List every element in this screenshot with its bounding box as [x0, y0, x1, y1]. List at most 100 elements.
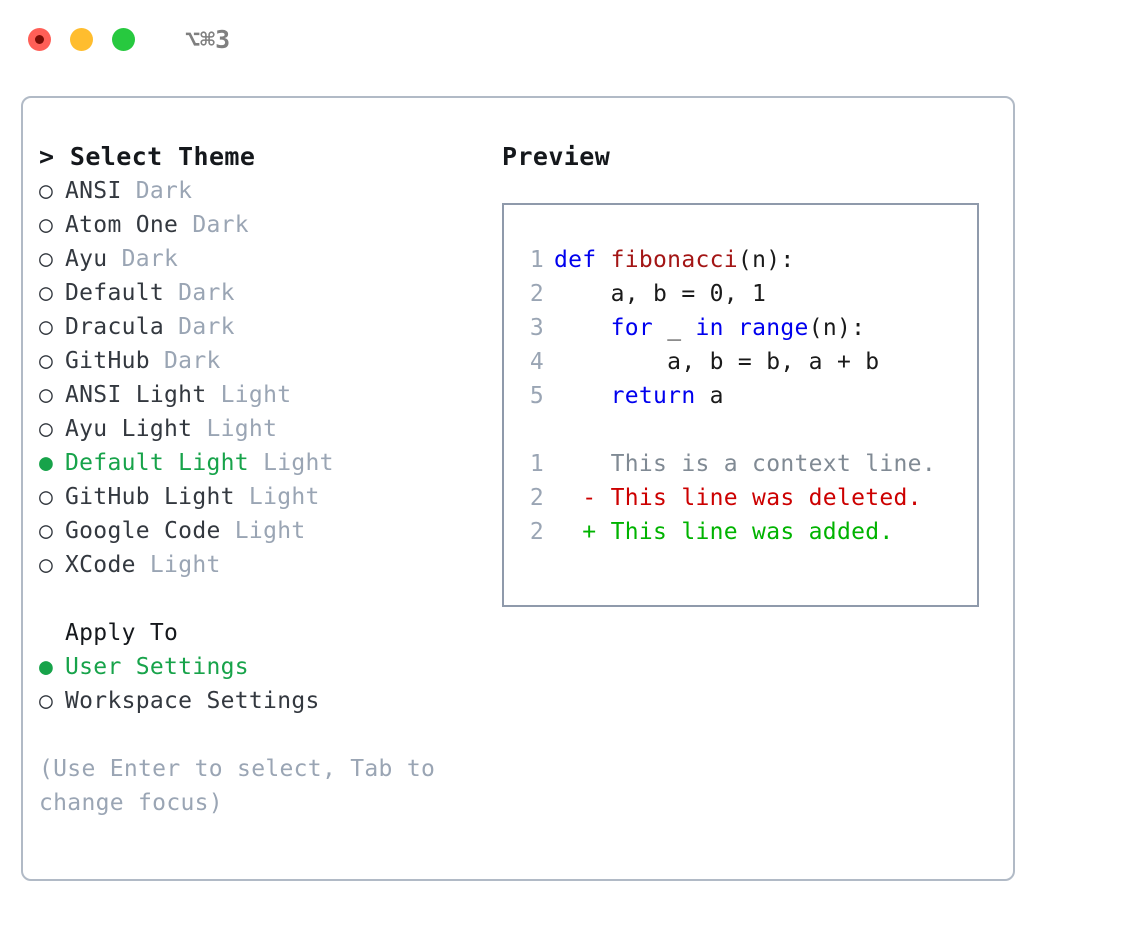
radio-unselected-icon: ○: [39, 688, 54, 714]
theme-option-label: Atom One: [65, 212, 179, 238]
code-token-kw: return: [610, 383, 696, 409]
theme-option-default-light[interactable]: ●Default Light Light: [39, 446, 494, 480]
title-bar: ⌥⌘3: [0, 0, 1140, 78]
radio-unselected-icon: ○: [39, 484, 54, 510]
theme-option-tag: Light: [220, 518, 306, 544]
code-token-plain: a: [695, 383, 724, 409]
line-number: 2: [529, 281, 544, 307]
radio-unselected-icon: ○: [39, 348, 54, 374]
diff-line-del: 2 - This line was deleted.: [518, 481, 977, 515]
theme-option-tag: Dark: [164, 314, 235, 340]
code-token-kw: for: [610, 315, 654, 341]
theme-option-google-code[interactable]: ○ Google Code Light: [39, 514, 494, 548]
theme-option-ansi[interactable]: ○ANSI Dark: [39, 174, 494, 208]
code-token-plain: [554, 383, 611, 409]
theme-option-ayu[interactable]: ○ Ayu Dark: [39, 242, 494, 276]
close-button[interactable]: [28, 27, 51, 51]
code-line: 3 for _ in range(n):: [518, 311, 977, 345]
theme-option-xcode[interactable]: ○ XCode Light: [39, 548, 494, 582]
theme-option-github-light[interactable]: ○ GitHub Light Light: [39, 480, 494, 514]
theme-option-label: GitHub: [65, 348, 150, 374]
code-token-plain: [554, 315, 611, 341]
theme-list: ○ANSI Dark○Atom One Dark○Ayu Dark○Defaul…: [39, 174, 494, 582]
list-spacer: [39, 582, 494, 616]
code-line-text: a, b = b, a + b: [554, 345, 879, 379]
theme-option-label: Ayu Light: [65, 416, 193, 442]
radio-unselected-icon: ○: [39, 416, 54, 442]
preview-heading: Preview: [502, 142, 611, 171]
theme-option-tag: Light: [234, 484, 320, 510]
code-token-plain: a, b = b, a + b: [554, 349, 880, 375]
diff-sample: 1 This is a context line.2 - This line w…: [518, 447, 977, 549]
diff-line-text: + This line was added.: [554, 519, 894, 545]
apply-to-option-workspace-settings[interactable]: ○ Workspace Settings: [39, 684, 494, 718]
theme-option-label: XCode: [65, 552, 136, 578]
theme-option-tag: Light: [206, 382, 292, 408]
line-number: 4: [529, 349, 544, 375]
theme-picker-heading: > Select Theme: [39, 142, 256, 171]
diff-line-text: - This line was deleted.: [554, 485, 922, 511]
code-line: 2 a, b = 0, 1: [518, 277, 977, 311]
theme-option-tag: Light: [192, 416, 278, 442]
minimize-button[interactable]: [70, 27, 93, 51]
code-token-fn: fibonacci: [610, 247, 738, 273]
theme-option-default[interactable]: ○Default Dark: [39, 276, 494, 310]
code-token-plain: (n):: [808, 315, 866, 341]
line-number: 5: [529, 383, 544, 409]
radio-unselected-icon: ○: [39, 246, 54, 272]
radio-selected-icon: ●: [39, 654, 54, 680]
theme-option-tag: Light: [135, 552, 221, 578]
theme-option-tag: Light: [248, 450, 334, 476]
main-panel: > Select Theme ○ANSI Dark○Atom One Dark○…: [21, 96, 1015, 881]
radio-unselected-icon: ○: [39, 212, 54, 238]
theme-option-label: Google Code: [65, 518, 221, 544]
theme-option-label: GitHub Light: [65, 484, 235, 510]
code-line-text: def fibonacci(n):: [554, 243, 795, 277]
code-line: 4 a, b = b, a + b: [518, 345, 977, 379]
apply-to-list: ●User Settings ○ Workspace Settings: [39, 650, 494, 718]
theme-option-label: Default: [65, 280, 165, 306]
theme-option-tag: Dark: [164, 280, 235, 306]
line-number: 1: [529, 451, 544, 477]
theme-option-label: Ayu: [65, 246, 108, 272]
radio-selected-icon: ●: [39, 450, 54, 476]
code-diff-gap: [518, 413, 977, 447]
window-controls: [28, 27, 135, 51]
code-token-plain: a, b = 0, 1: [554, 281, 767, 307]
theme-option-tag: Dark: [121, 178, 193, 204]
code-token-plain: _: [653, 315, 696, 341]
theme-option-dracula[interactable]: ○Dracula Dark: [39, 310, 494, 344]
diff-line-add: 2 + This line was added.: [518, 515, 977, 549]
maximize-button[interactable]: [112, 27, 135, 51]
apply-to-option-label: Workspace Settings: [65, 688, 320, 714]
diff-line-text: This is a context line.: [554, 451, 936, 477]
code-token-plain: [724, 315, 738, 341]
code-line-text: return a: [554, 379, 724, 413]
theme-option-label: ANSI: [65, 178, 122, 204]
theme-option-ayu-light[interactable]: ○ Ayu Light Light: [39, 412, 494, 446]
apply-to-option-user-settings[interactable]: ●User Settings: [39, 650, 494, 684]
radio-unselected-icon: ○: [39, 382, 54, 408]
code-line-text: for _ in range(n):: [554, 311, 865, 345]
radio-unselected-icon: ○: [39, 552, 54, 578]
apply-to-heading: Apply To: [65, 620, 179, 646]
keyboard-shortcut-label: ⌥⌘3: [185, 24, 231, 54]
theme-option-ansi-light[interactable]: ○ANSI Light Light: [39, 378, 494, 412]
code-token-kw: def: [554, 247, 611, 273]
theme-option-atom-one[interactable]: ○ Atom One Dark: [39, 208, 494, 242]
theme-option-tag: Dark: [107, 246, 179, 272]
diff-line-context: 1 This is a context line.: [518, 447, 977, 481]
theme-picker-column: > Select Theme ○ANSI Dark○Atom One Dark○…: [39, 140, 494, 820]
help-text: (Use Enter to select, Tab to change focu…: [39, 756, 436, 816]
code-token-kw: range: [737, 315, 809, 341]
theme-option-tag: Dark: [178, 212, 249, 238]
theme-option-github[interactable]: ○GitHub Dark: [39, 344, 494, 378]
theme-option-label: Dracula: [65, 314, 165, 340]
line-number: 2: [529, 485, 544, 511]
radio-unselected-icon: ○: [39, 518, 54, 544]
